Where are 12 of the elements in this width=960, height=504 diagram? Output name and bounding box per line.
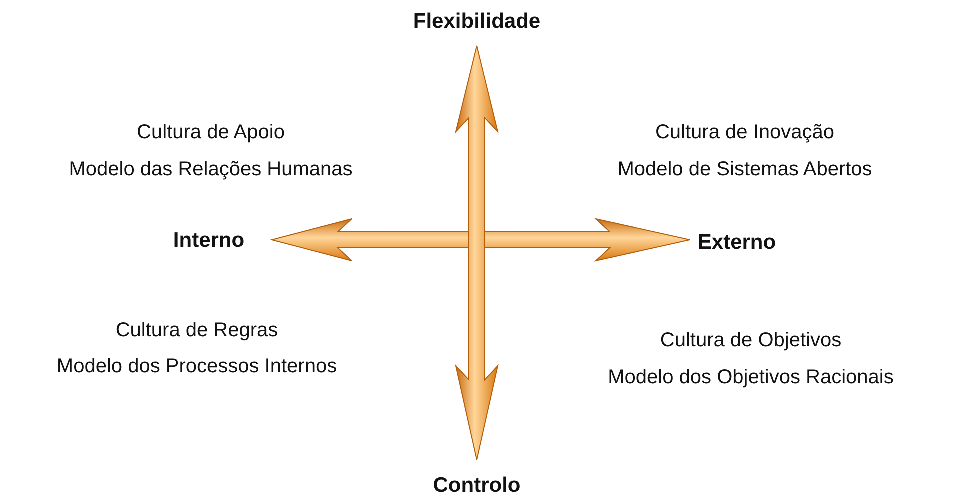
axis-label: Externo (698, 231, 776, 255)
quadrant-label: Cultura de Objetivos (660, 330, 842, 352)
quadrant-label: Modelo dos Objetivos Racionais (608, 366, 894, 390)
quadrant-label: Modelo dos Processos Internos (56, 356, 338, 378)
quadrant-label: Cultura de Regras (116, 320, 278, 342)
axis-label: Controlo (433, 474, 521, 498)
axis-label: Interno (173, 229, 245, 253)
quadrant-label: Cultura de Apoio (137, 122, 285, 144)
axis-label: Flexibilidade (413, 10, 541, 34)
quadrant-label: Cultura de Inovação (656, 122, 834, 144)
quadrant-label: Modelo das Relações Humanas (69, 158, 353, 182)
quadrant-label: Modelo de Sistemas Abertos (618, 158, 872, 182)
